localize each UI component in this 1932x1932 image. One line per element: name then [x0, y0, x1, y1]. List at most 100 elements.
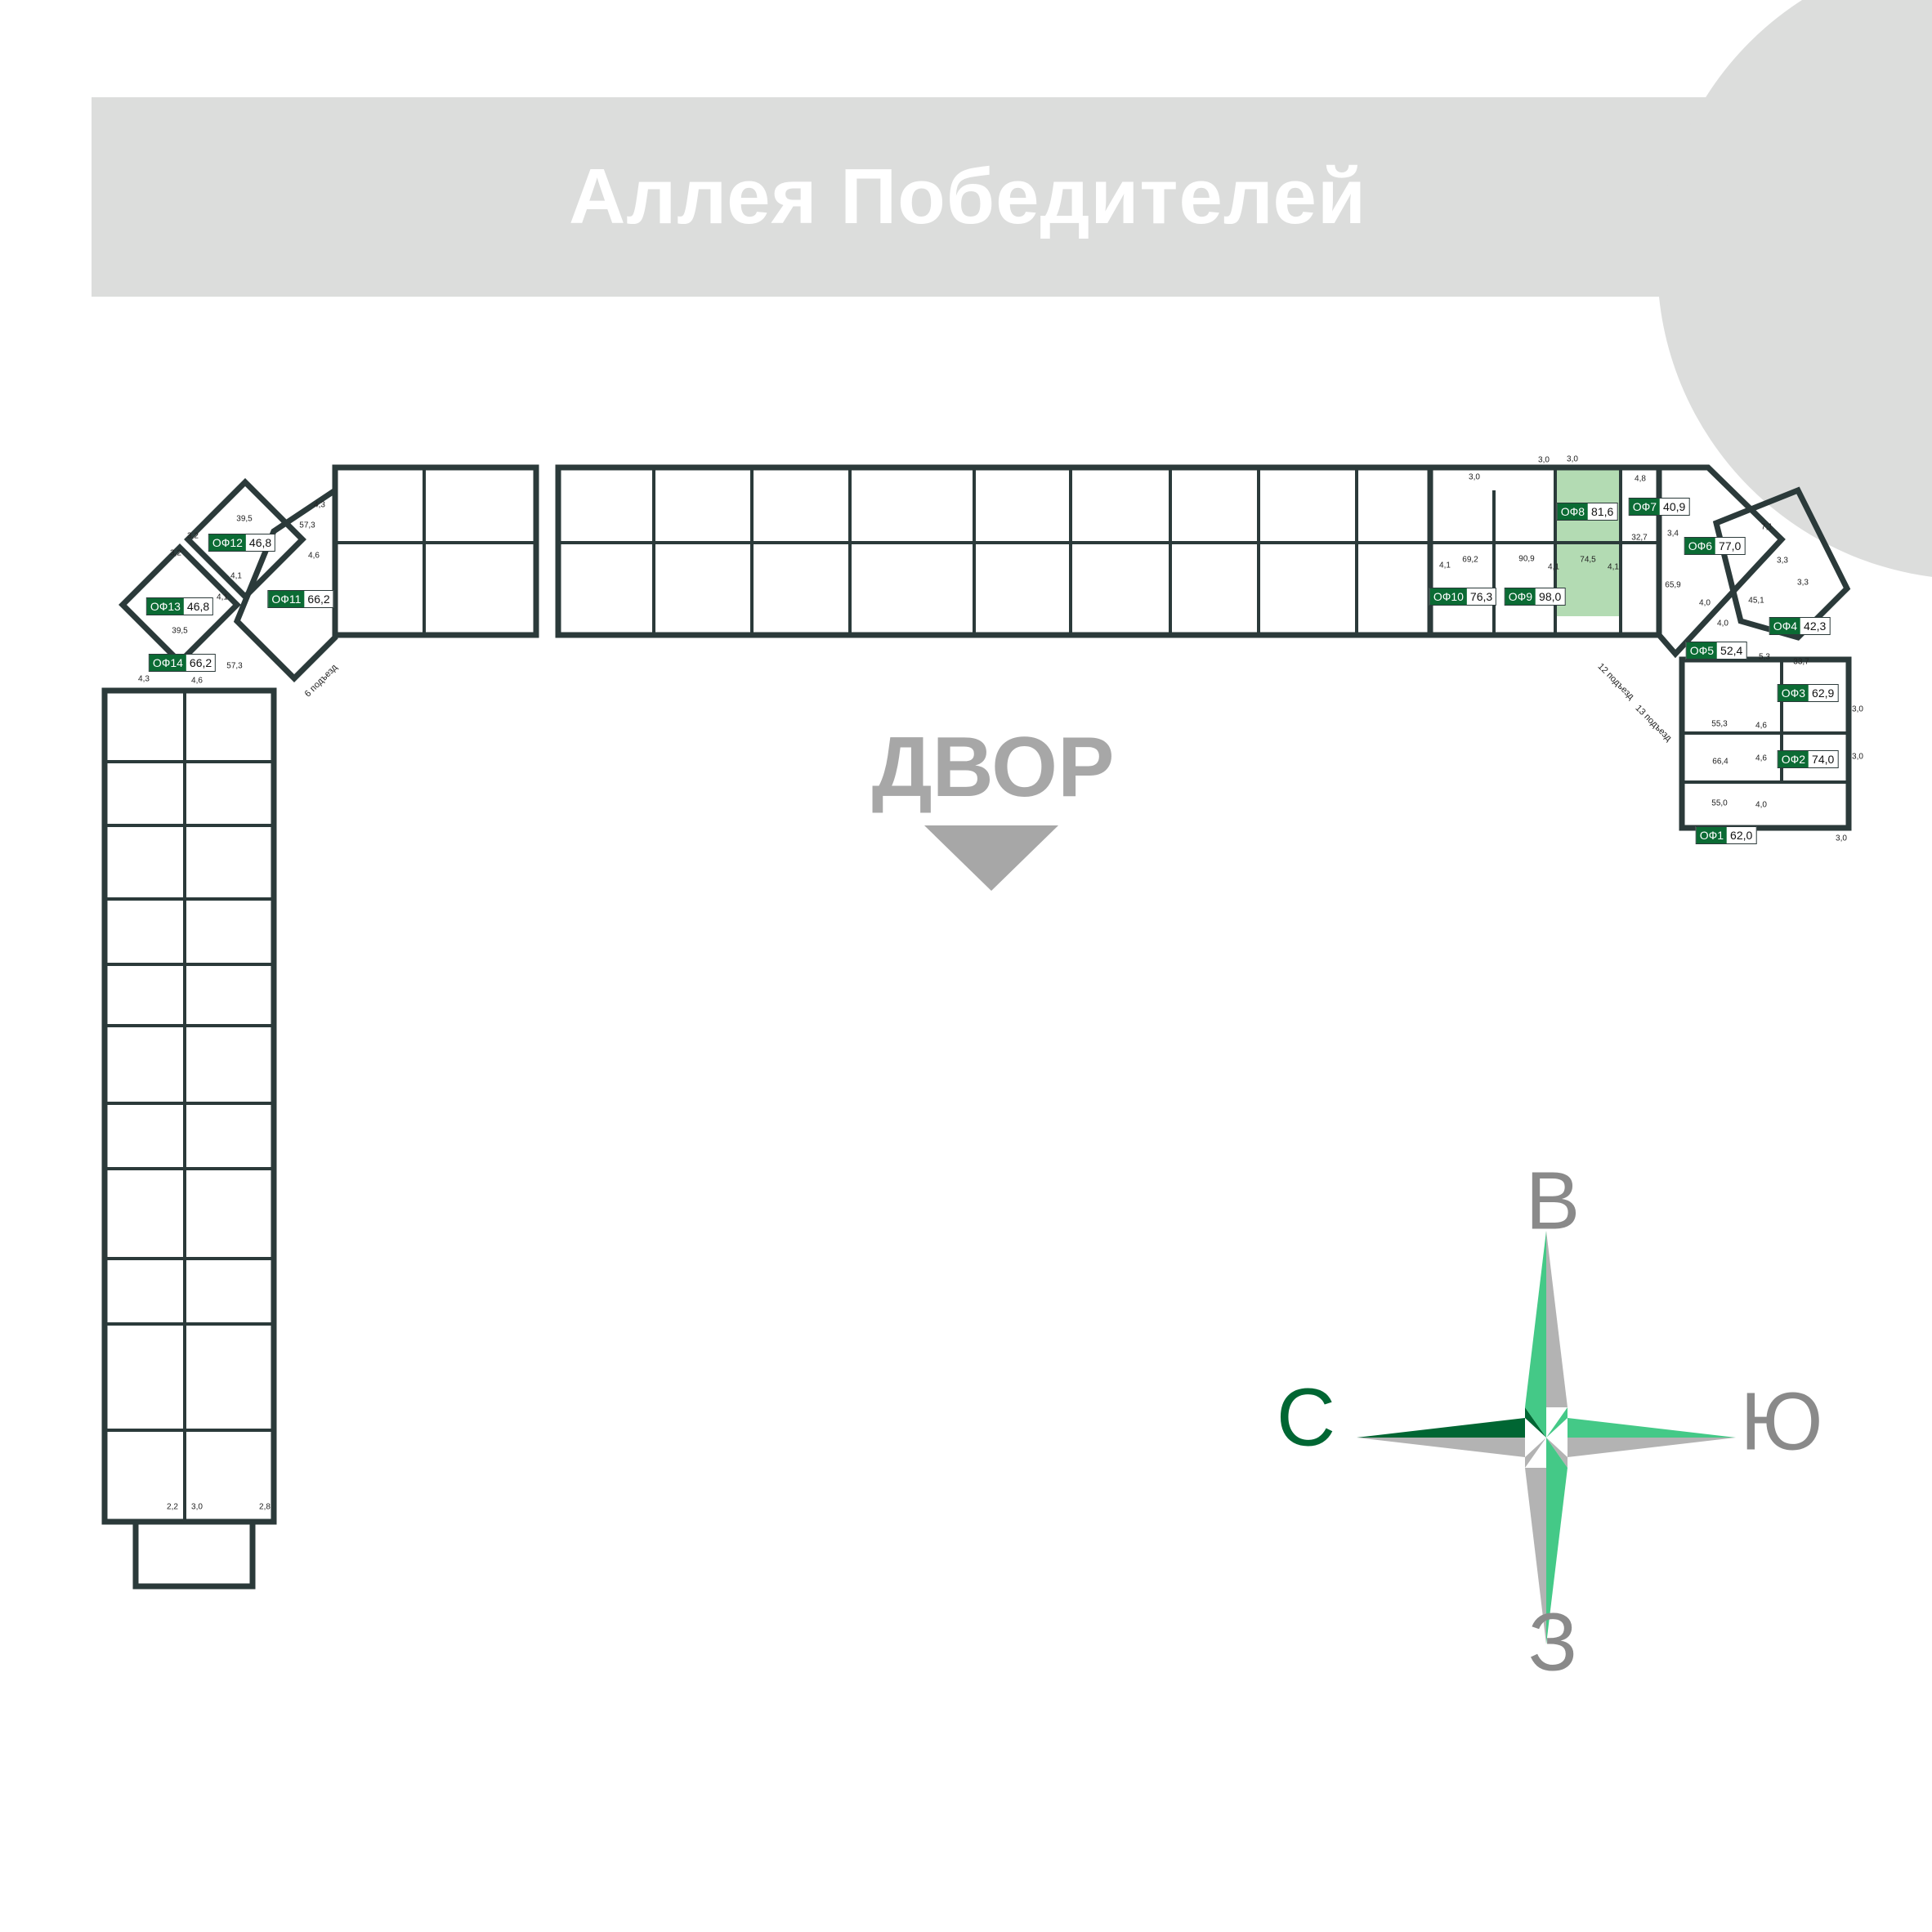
office-id: ОФ13	[146, 598, 184, 615]
room-area: 4,1	[230, 571, 242, 581]
office-area: 66,2	[307, 593, 330, 606]
wall-annex	[132, 1518, 256, 1590]
office-area: 62,9	[1812, 686, 1835, 700]
courtyard-label: ДВОР	[871, 720, 1115, 815]
office-area: 62,0	[1730, 829, 1753, 842]
room-area: 3,4	[1667, 529, 1679, 539]
room-area: 4,8	[1635, 474, 1646, 484]
room-area: 39,5	[236, 514, 253, 524]
room-area: 4,1	[1439, 561, 1451, 570]
room-area: 57,3	[226, 661, 243, 671]
wall-block-right	[1679, 656, 1852, 831]
room-area: 3,0	[1538, 455, 1550, 465]
courtyard-arrow-icon	[924, 825, 1058, 891]
office-area: 81,6	[1591, 505, 1614, 518]
office-id: ОФ3	[1778, 685, 1809, 701]
room-area: 4,1	[1548, 562, 1559, 572]
office-id: ОФ10	[1429, 588, 1467, 605]
office-id: ОФ1	[1696, 827, 1728, 843]
office-id: ОФ6	[1684, 538, 1716, 554]
room-area: 4,6	[1755, 721, 1767, 731]
office-id: ОФ12	[208, 534, 246, 551]
room-area: 33,7	[1793, 657, 1809, 667]
room-area: 32,7	[1631, 533, 1648, 543]
room-area: 74,5	[1580, 555, 1596, 565]
room-area: 2,2	[167, 1502, 178, 1512]
room-area: 65,9	[1665, 580, 1681, 590]
room-area: 4,6	[308, 551, 320, 561]
room-area: 69,2	[1462, 555, 1478, 565]
room-area: 4,1	[1608, 562, 1619, 572]
street-title: Аллея Победителей	[569, 153, 1366, 240]
compass-west-label: З	[1527, 1596, 1578, 1688]
room-area: 4,1	[217, 593, 228, 602]
compass-east-label: В	[1525, 1155, 1581, 1247]
office-id: ОФ4	[1769, 618, 1801, 634]
wall-corner-left	[233, 485, 338, 682]
room-area: 3,2	[170, 548, 181, 558]
office-id: ОФ5	[1686, 642, 1718, 659]
office-id: ОФ9	[1505, 588, 1536, 605]
room-area: 57,3	[299, 521, 315, 530]
room-area: 3,0	[191, 1502, 203, 1512]
room-area: 39,5	[172, 626, 188, 636]
room-area: 2,8	[259, 1502, 271, 1512]
office-area: 52,4	[1720, 644, 1743, 657]
office-area: 77,0	[1719, 539, 1742, 552]
office-area: 46,8	[248, 536, 272, 549]
room-area: 7,1	[1761, 522, 1773, 532]
room-area: 4,6	[191, 676, 203, 686]
room-area: 4,0	[1755, 800, 1767, 810]
office-id: ОФ8	[1557, 503, 1589, 520]
room-area: 66,4	[1712, 757, 1729, 767]
compass-north-label: С	[1276, 1371, 1336, 1464]
interior-walls	[105, 467, 1849, 1522]
wall-corner-right	[1656, 464, 1786, 659]
room-area: 5,3	[1759, 652, 1770, 662]
compass-south-label: Ю	[1740, 1375, 1823, 1468]
room-area: 45,1	[1748, 596, 1764, 606]
street-banner	[92, 97, 1726, 297]
room-area: 4,3	[138, 674, 150, 684]
room-area: 3,3	[1797, 578, 1809, 588]
room-area: 3,0	[1852, 704, 1863, 714]
room-area: 55,3	[1711, 719, 1728, 729]
room-area: 3,0	[1567, 454, 1578, 464]
office-area: 46,8	[186, 600, 210, 613]
office-id: ОФ14	[149, 655, 186, 671]
room-area: 3,2	[187, 531, 199, 541]
office-area: 66,2	[189, 656, 212, 669]
room-area: 3,0	[1836, 834, 1847, 843]
room-area: 3,0	[1469, 472, 1480, 482]
office-id: ОФ7	[1629, 499, 1661, 515]
room-area: 4,6	[1755, 754, 1767, 763]
room-area: 4,3	[314, 500, 325, 510]
room-area: 3,0	[1852, 752, 1863, 762]
office-area: 42,3	[1804, 619, 1827, 633]
room-area: 55,0	[1711, 798, 1728, 808]
office-id: ОФ11	[268, 591, 305, 607]
office-id: ОФ2	[1778, 751, 1809, 767]
room-area: 4,0	[1699, 598, 1711, 608]
room-area: 90,9	[1518, 554, 1535, 564]
office-area: 76,3	[1469, 590, 1493, 603]
office-area: 40,9	[1663, 500, 1686, 513]
wall-corner-right-2	[1712, 486, 1851, 641]
